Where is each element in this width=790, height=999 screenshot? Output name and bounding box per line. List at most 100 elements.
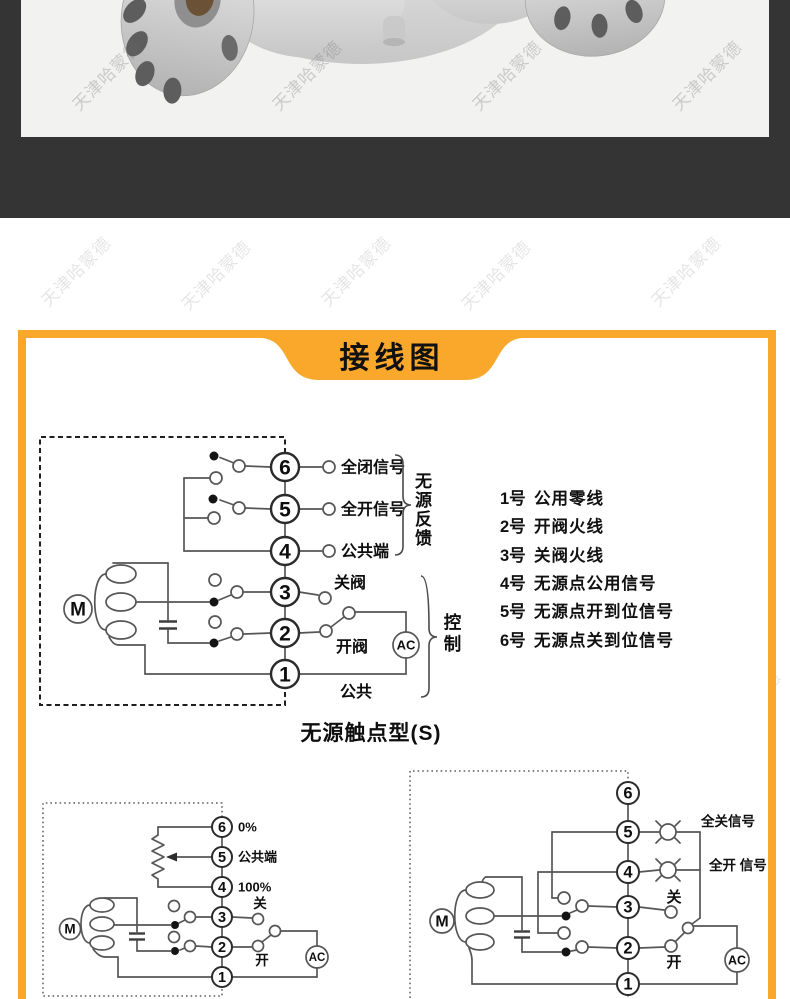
svg-text:4: 4 [279, 541, 291, 564]
svg-text:M: M [435, 914, 448, 931]
wire-number: 1号 [500, 490, 526, 509]
capacitor-icon [159, 562, 177, 644]
label-common-terminal: 公共端 [238, 850, 277, 865]
terminal-2: 2 [211, 936, 233, 958]
dark-band: 天津哈蒙德 天津哈蒙德 天津哈蒙德 天津哈蒙德 [0, 0, 790, 218]
wire-function-list: 1号公用零线 2号开阀火线 3号关阀火线 4号无源点公用信号 5号无源点开到位信… [500, 483, 674, 653]
svg-text:5: 5 [279, 499, 291, 522]
terminal-6: 6 [211, 816, 233, 838]
label-open-valve: 开阀 [336, 637, 368, 656]
label-common-terminal: 公共端 [341, 542, 389, 561]
svg-text:4: 4 [623, 864, 633, 882]
motor-icon: M [63, 594, 93, 624]
terminal-2: 2 [616, 936, 640, 960]
terminal-4: 4 [269, 535, 301, 567]
svg-text:M: M [64, 922, 75, 937]
terminal-3: 3 [211, 906, 233, 928]
svg-text:M: M [70, 600, 86, 621]
valve-image [120, 0, 666, 104]
svg-text:AC: AC [397, 638, 416, 653]
terminal-3: 3 [616, 895, 640, 919]
main-feedback-wiring: 全闭信号 全开信号 公共端 [298, 454, 412, 561]
ac-source-icon: AC [724, 947, 750, 973]
terminal-6: 6 [269, 451, 301, 483]
svg-text:1: 1 [623, 976, 632, 994]
terminal-4: 4 [616, 860, 640, 884]
list-item: 5号无源点开到位信号 [500, 596, 674, 624]
capacitor-icon [103, 897, 145, 952]
wire-function: 无源点开到位信号 [534, 603, 674, 622]
svg-text:2: 2 [279, 623, 291, 646]
label-closed-signal: 全关信号 [700, 813, 755, 829]
svg-text:3: 3 [279, 582, 291, 605]
ac-source-icon: AC [305, 945, 329, 969]
banner-tab-shape [262, 338, 522, 380]
label-open-signal: 全开信号 [340, 500, 405, 519]
svg-text:AC: AC [728, 954, 746, 968]
ac-source-icon: AC [392, 631, 420, 659]
terminal-2: 2 [269, 617, 301, 649]
list-item: 1号公用零线 [500, 483, 674, 511]
label-open-signal: 全开 信号 [708, 857, 767, 873]
svg-text:AC: AC [309, 952, 326, 964]
actuator-boundary [409, 770, 629, 999]
lamp-feedback-right: 全关信号 全开 信号 AC 关 开 [638, 813, 767, 985]
pot-switch-wiring [113, 899, 213, 955]
feedback-brace-label: 无源反馈 [412, 472, 431, 548]
terminal-3: 3 [269, 576, 301, 608]
svg-text:6: 6 [279, 457, 291, 480]
label-close: 关 [253, 895, 267, 911]
open-lamp-icon [655, 858, 681, 882]
terminal-1: 1 [211, 966, 233, 988]
left-flange [120, 0, 255, 104]
wire-number: 2号 [500, 518, 526, 537]
wire-function: 无源点关到位信号 [534, 631, 674, 650]
actuator-boundary [39, 436, 286, 706]
terminal-5: 5 [616, 820, 640, 844]
main-left-wiring: M [63, 451, 272, 675]
wire-number: 6号 [500, 631, 526, 650]
wire-function: 无源点公用信号 [534, 575, 657, 594]
lamp-terminals: 6 5 4 3 2 1 [616, 781, 640, 996]
svg-text:2: 2 [623, 940, 632, 958]
main-terminals: 6 5 4 3 2 1 [269, 451, 301, 690]
potentiometer-icon [151, 826, 213, 888]
terminal-6: 6 [616, 781, 640, 805]
svg-text:6: 6 [623, 785, 632, 803]
capacitor-icon [485, 876, 530, 953]
terminal-1: 1 [269, 658, 301, 690]
terminal-4: 4 [211, 876, 233, 898]
svg-text:1: 1 [279, 664, 291, 687]
valve-photo: 天津哈蒙德 天津哈蒙德 天津哈蒙德 天津哈蒙德 [21, 0, 769, 137]
main-diagram-caption: 无源触点型(S) [300, 722, 442, 745]
svg-text:2: 2 [218, 940, 226, 956]
pot-terminals: 6 5 4 3 2 1 [211, 816, 233, 988]
motor-icon: M [58, 917, 82, 941]
motor-icon: M [429, 908, 455, 934]
wire-function: 开阀火线 [534, 518, 604, 537]
terminal-1: 1 [616, 972, 640, 996]
control-brace [420, 575, 438, 698]
motor-winding-icon [80, 897, 115, 958]
list-item: 4号无源点公用信号 [500, 568, 674, 596]
list-item: 3号关阀火线 [500, 540, 674, 568]
lamp-left-wiring: M [429, 831, 618, 985]
motor-winding-icon [453, 876, 495, 961]
svg-text:1: 1 [218, 970, 226, 986]
motor-winding-icon [93, 564, 137, 646]
wire-number: 3号 [500, 546, 526, 565]
main-control-wiring: AC 关阀 开阀 公共 [298, 573, 438, 701]
pot-control-right: 关 AC 开 [231, 895, 329, 978]
label-open: 开 [255, 953, 269, 968]
svg-text:4: 4 [218, 880, 226, 896]
main-wiring-diagram: M 全闭信号 全开信号 公共端 [39, 436, 438, 706]
svg-text:5: 5 [623, 824, 632, 842]
svg-text:3: 3 [218, 910, 226, 926]
svg-text:5: 5 [218, 850, 226, 866]
label-close-valve: 关阀 [334, 573, 366, 592]
wire-function: 关阀火线 [534, 546, 604, 565]
label-open: 开 [666, 954, 681, 971]
terminal-5: 5 [211, 846, 233, 868]
